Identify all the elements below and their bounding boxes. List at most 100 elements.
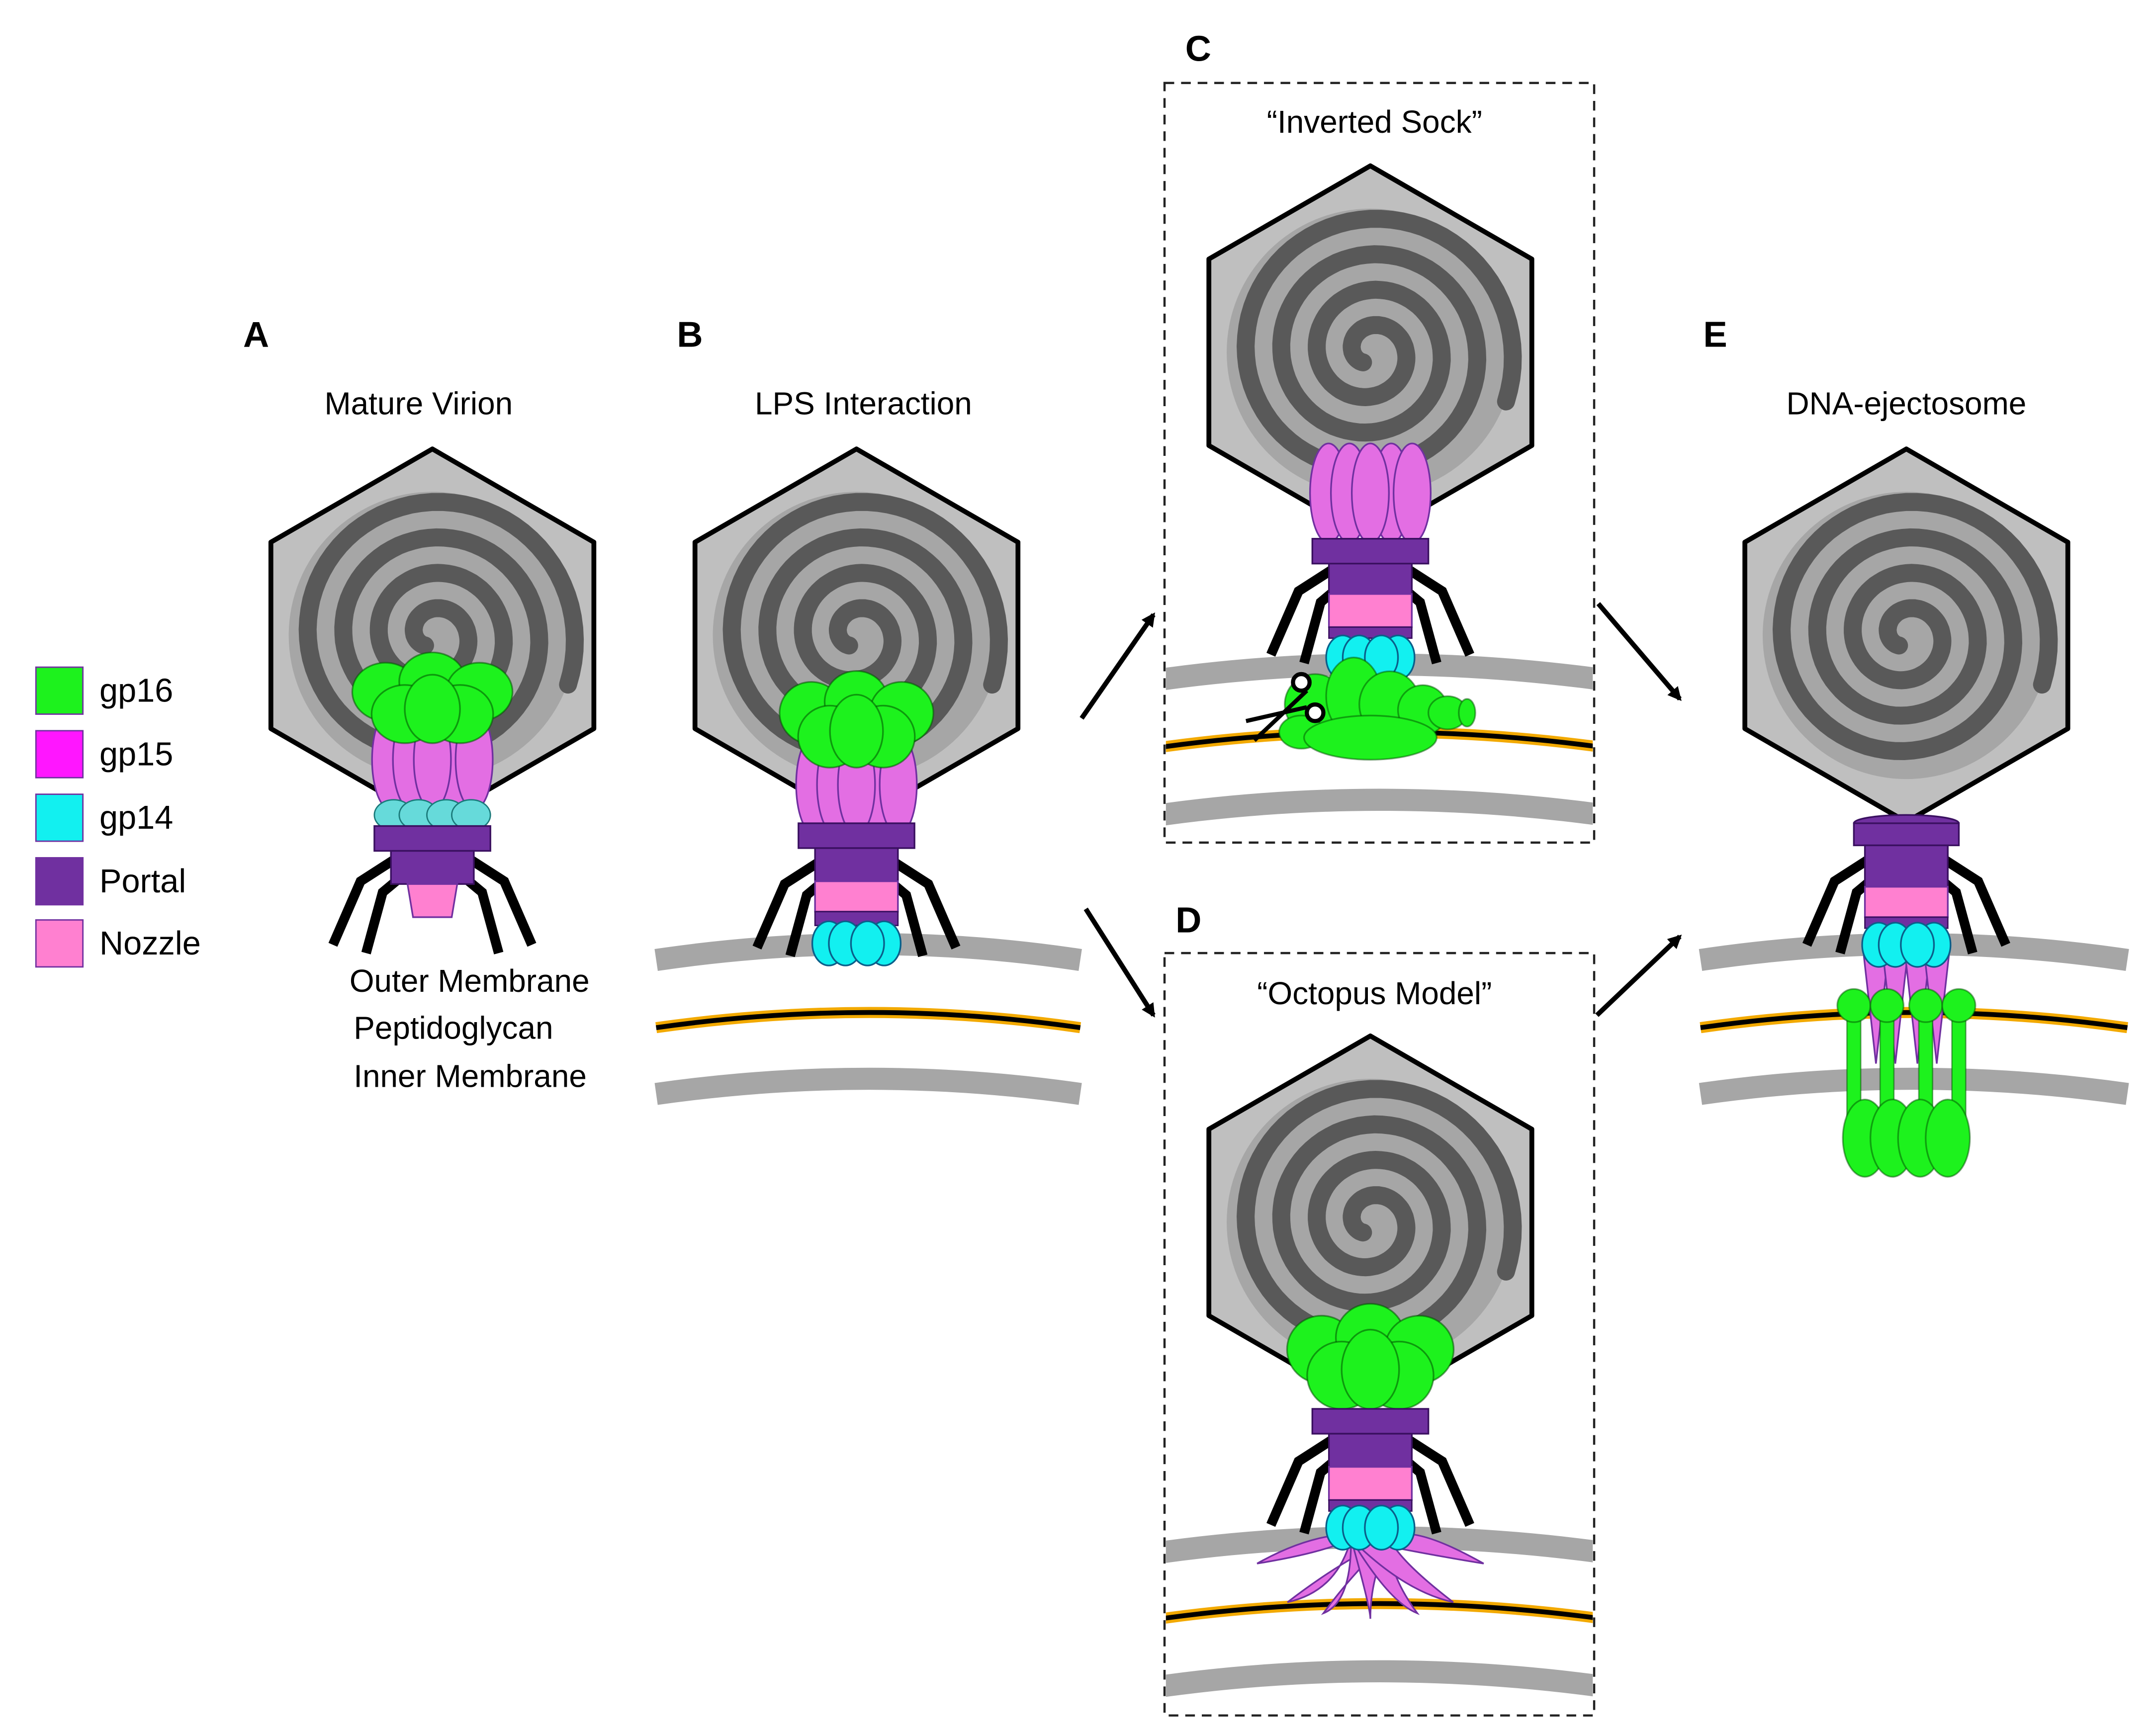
- legend-swatch-gp15: [35, 730, 84, 779]
- nozzle-tip: [406, 883, 458, 918]
- nozzle-segment: [1328, 593, 1413, 628]
- gp14-subunit: [1900, 922, 1935, 968]
- scissors-icon: [1246, 672, 1326, 742]
- phage-octopus-model: [1206, 1033, 1534, 1619]
- dna-spiral: [1772, 493, 2058, 761]
- legend: gp16 gp15 gp14 Portal Nozzle: [35, 666, 201, 968]
- panel-e-letter: E: [1704, 315, 1727, 355]
- dna-spiral: [1237, 210, 1522, 477]
- portal: [798, 822, 915, 882]
- tail-fiber-leg: [1401, 562, 1474, 657]
- legend-item-nozzle: Nozzle: [35, 919, 201, 968]
- gp14-ring: [811, 920, 902, 966]
- gp16-unfolded: [1278, 656, 1476, 761]
- gp15-segment: [1392, 442, 1432, 544]
- gp14-ring: [1325, 1504, 1416, 1551]
- panel-d-title: “Octopus Model”: [1257, 975, 1492, 1011]
- arrow-c-to-e: [1596, 602, 1682, 701]
- legend-swatch-gp14: [35, 793, 84, 842]
- gp16-stalk: [1879, 1005, 1895, 1117]
- tail-fiber-leg: [1266, 562, 1340, 657]
- arrow-d-to-e: [1595, 934, 1682, 1017]
- tail-fiber-leg: [1802, 852, 1876, 947]
- gp14-subunit: [1364, 1504, 1399, 1551]
- label-outer-membrane: Outer Membrane: [350, 963, 590, 999]
- panel-a-title: Mature Virion: [324, 386, 513, 422]
- gp15-tentacle: [1349, 1538, 1454, 1603]
- dna-spiral: [1237, 1080, 1522, 1347]
- panel-e-title: DNA-ejectosome: [1787, 386, 2027, 422]
- inner-membrane-c: [1166, 788, 1593, 826]
- portal-ring: [798, 822, 915, 849]
- inner-membrane-d: [1166, 1660, 1593, 1697]
- legend-swatch-gp16: [35, 666, 84, 715]
- panel-b-title: LPS Interaction: [755, 386, 972, 422]
- portal-body: [1864, 844, 1949, 888]
- gp16-complex: [779, 670, 934, 769]
- tail-fiber-leg: [752, 855, 826, 950]
- phage-dna-ejectosome: [1742, 446, 2070, 1178]
- legend-item-gp16: gp16: [35, 666, 173, 715]
- gp16-knob: [1836, 988, 1872, 1023]
- tail-fiber-leg: [1937, 852, 2010, 947]
- tail-fiber-leg: [1401, 1432, 1474, 1527]
- inner-membrane-e: [1699, 1067, 2129, 1105]
- nozzle-segment: [814, 880, 899, 913]
- gp16-channel: [1836, 988, 1976, 1178]
- gp16-cytoplasmic-lobe: [1925, 1098, 1971, 1178]
- panel-a-letter: A: [243, 315, 269, 355]
- gp16-complex: [351, 651, 514, 744]
- panel-c-title: “Inverted Sock”: [1267, 104, 1482, 140]
- nozzle-segment: [1864, 886, 1949, 918]
- portal-body: [1328, 1433, 1413, 1468]
- legend-swatch-portal: [35, 857, 84, 906]
- gp16-knob: [1870, 988, 1905, 1023]
- legend-item-gp14: gp14: [35, 793, 173, 842]
- gp16-complex-lobe: [404, 674, 461, 744]
- panel-c-letter: C: [1185, 29, 1211, 69]
- portal: [1311, 1408, 1430, 1468]
- gp15-segment: [1350, 442, 1390, 544]
- portal-lower-band: [1328, 626, 1413, 639]
- portal-body: [1328, 563, 1413, 598]
- phage-mature-virion: [268, 446, 597, 955]
- scissors-icon-ring: [1305, 702, 1326, 723]
- gp15-barrel: [1309, 442, 1432, 544]
- label-inner-membrane: Inner Membrane: [354, 1058, 587, 1094]
- scissors-icon-blades: [1246, 689, 1309, 742]
- legend-label-portal: Portal: [99, 863, 186, 900]
- portal-body: [390, 850, 475, 885]
- gp16-complex-lobe: [829, 694, 884, 769]
- legend-label-gp15: gp15: [99, 736, 173, 773]
- tail-fiber-leg: [462, 852, 537, 947]
- portal: [1311, 538, 1430, 598]
- scissors-icon-ring: [1291, 672, 1312, 693]
- gp16-knob: [1908, 988, 1943, 1023]
- nozzle-segment: [1328, 1466, 1413, 1501]
- arrow-b-to-d: [1083, 907, 1156, 1018]
- membranes-b: [654, 933, 1082, 1105]
- peptidoglycan-core-b: [655, 1010, 1081, 1030]
- gp16-fragment: [1458, 698, 1476, 728]
- panel-c-box: [1163, 82, 1596, 844]
- panel-b-letter: B: [677, 315, 703, 355]
- portal-body: [814, 847, 899, 882]
- peptidoglycan-core-d: [1166, 1601, 1593, 1621]
- portal-ring: [1311, 538, 1430, 565]
- gp16-complex: [1286, 1302, 1455, 1410]
- legend-label-gp16: gp16: [99, 673, 173, 709]
- tail-fiber-leg: [1266, 1432, 1340, 1527]
- panel-d-letter: D: [1175, 900, 1201, 940]
- phage-inverted-sock: [1206, 163, 1534, 761]
- gp14-subunit: [850, 920, 885, 966]
- portal: [373, 825, 491, 885]
- gp16-knob: [1941, 988, 1976, 1023]
- legend-swatch-nozzle: [35, 919, 84, 968]
- gp14-ring: [1861, 922, 1952, 968]
- portal-ring: [373, 825, 491, 852]
- portal-ring: [1311, 1408, 1430, 1435]
- legend-label-nozzle: Nozzle: [99, 925, 201, 962]
- phage-lps-interaction: [692, 446, 1021, 966]
- gp16-complex-lobe: [1341, 1328, 1400, 1410]
